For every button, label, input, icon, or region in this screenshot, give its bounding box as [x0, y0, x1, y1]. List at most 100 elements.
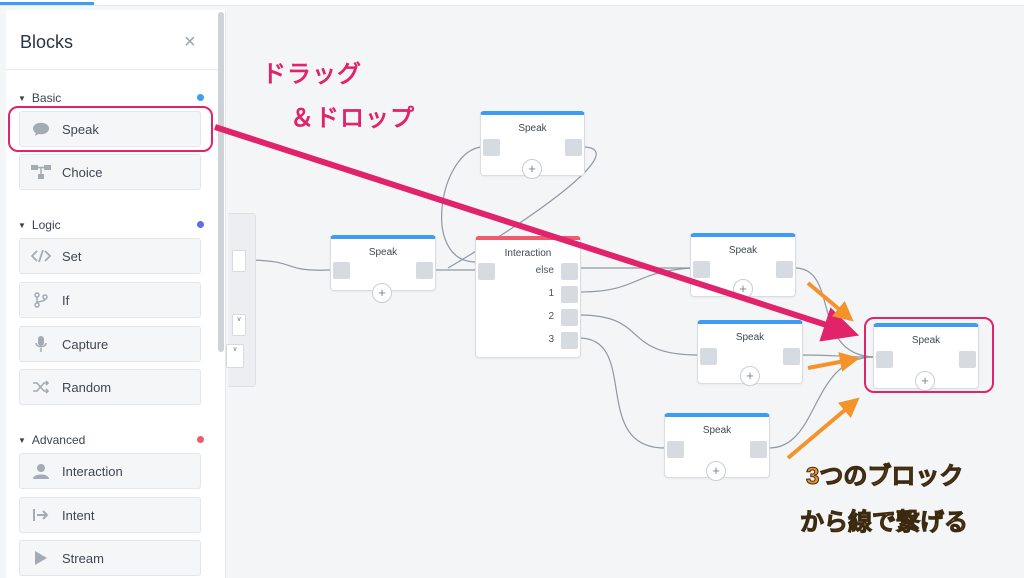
divider [6, 69, 218, 70]
shuffle-icon [20, 380, 62, 394]
section-dot [197, 436, 204, 443]
add-step-button[interactable]: + [706, 461, 726, 481]
block-intent[interactable]: Intent [19, 497, 201, 533]
connection-interaction-to-top [441, 146, 483, 263]
interaction-node[interactable]: Interaction else 1 2 3 [475, 236, 581, 358]
speak-block-highlight [8, 106, 213, 152]
add-step-button[interactable]: + [740, 366, 760, 386]
speech-bubble-icon [20, 122, 62, 137]
drag-arrow [214, 124, 860, 342]
input-port[interactable] [693, 261, 710, 278]
stub-dropdown-2[interactable]: ∨ [226, 344, 244, 368]
output-label-1: 1 [548, 288, 554, 299]
section-basic[interactable]: ▼ Basic [18, 91, 204, 105]
caret-down-icon: ▼ [18, 220, 26, 230]
input-port[interactable] [478, 263, 495, 280]
input-port[interactable] [667, 441, 684, 458]
block-label: Interaction [62, 463, 123, 479]
block-capture[interactable]: Capture [19, 326, 201, 362]
connect-arrow-1 [806, 281, 854, 322]
speak-node-right-3[interactable]: Speak + [664, 413, 770, 481]
block-label: Capture [62, 336, 109, 352]
block-choice[interactable]: Choice [19, 154, 201, 190]
input-port[interactable] [333, 262, 350, 279]
stub-port[interactable] [232, 250, 246, 272]
output-label-else: else [535, 265, 554, 276]
choice-icon [20, 165, 62, 179]
block-label: Intent [62, 507, 95, 523]
block-label: Set [62, 248, 82, 264]
speak-node-top[interactable]: Speak + [480, 111, 585, 179]
annotation-drag: ドラッグ [262, 61, 362, 88]
connection-2-to-r2 [578, 314, 699, 356]
output-port-1[interactable] [561, 286, 578, 303]
node-title: Interaction [504, 248, 552, 259]
add-step-button[interactable]: + [915, 371, 935, 391]
active-tab-indicator [0, 2, 94, 5]
section-label: Basic [31, 91, 62, 105]
block-label: Speak [62, 121, 99, 137]
user-icon [20, 463, 62, 479]
output-port[interactable] [565, 139, 582, 156]
block-label: Random [62, 379, 112, 395]
add-step-button[interactable]: + [372, 283, 392, 303]
speak-node-dropped[interactable]: Speak + [873, 323, 979, 391]
annotation-connect-1: 3つのブロック [805, 463, 964, 491]
node-title: Speak [735, 332, 765, 343]
partial-node[interactable]: ∨ ∨ [226, 213, 256, 387]
microphone-icon [20, 336, 62, 352]
node-title: Speak [518, 123, 547, 134]
section-advanced[interactable]: ▼ Advanced [18, 433, 204, 447]
input-port[interactable] [700, 348, 717, 365]
connect-arrow-3 [786, 397, 860, 460]
block-random[interactable]: Random [19, 369, 201, 405]
close-icon[interactable]: × [184, 31, 196, 53]
output-port[interactable] [783, 348, 800, 365]
annotation-drop: ＆ドロップ [290, 105, 415, 132]
output-label-2: 2 [548, 311, 554, 322]
caret-down-icon: ▼ [18, 435, 26, 445]
connection-3-to-r3 [578, 337, 666, 449]
caret-down-icon: ▼ [18, 93, 26, 103]
section-logic[interactable]: ▼ Logic [18, 218, 204, 232]
connection-1-to-r1 [578, 267, 693, 293]
section-dot [197, 94, 204, 101]
block-label: Stream [62, 550, 104, 566]
panel-title: Blocks [20, 32, 74, 52]
output-port-else[interactable] [561, 263, 578, 280]
node-title: Speak [702, 425, 732, 436]
branch-icon [20, 292, 62, 308]
intent-arrow-icon [20, 508, 62, 522]
input-port[interactable] [483, 139, 500, 156]
output-port[interactable] [776, 261, 793, 278]
block-label: If [62, 292, 70, 308]
input-port[interactable] [876, 351, 893, 368]
output-port-2[interactable] [561, 309, 578, 326]
speak-node-left[interactable]: Speak + [330, 235, 436, 303]
add-step-button[interactable]: + [522, 159, 542, 179]
block-if[interactable]: If [19, 282, 201, 318]
annotation-connect-2: から線で繋げる [800, 509, 969, 537]
block-set[interactable]: Set [19, 238, 201, 274]
output-port[interactable] [416, 262, 433, 279]
speak-node-right-2[interactable]: Speak + [697, 320, 803, 386]
output-label-3: 3 [548, 334, 554, 345]
flow-canvas[interactable] [228, 7, 1024, 578]
output-port[interactable] [959, 351, 976, 368]
scrollbar[interactable] [218, 12, 224, 352]
stub-dropdown-1[interactable]: ∨ [232, 314, 246, 336]
block-interaction[interactable]: Interaction [19, 453, 201, 489]
connect-arrow-2 [807, 352, 860, 372]
connection-stub-to-speak [245, 259, 332, 271]
block-speak[interactable]: Speak [19, 111, 201, 147]
section-label: Logic [31, 218, 61, 232]
output-port-3[interactable] [561, 332, 578, 349]
blocks-panel: Blocks × ▼ Basic Speak Choice ▼ Logic Se… [6, 10, 226, 578]
block-stream[interactable]: Stream [19, 540, 201, 576]
output-port[interactable] [750, 441, 767, 458]
dropped-block-highlight [864, 317, 994, 393]
node-title: Speak [911, 335, 941, 346]
block-label: Choice [62, 164, 103, 180]
top-bar [0, 0, 1024, 6]
